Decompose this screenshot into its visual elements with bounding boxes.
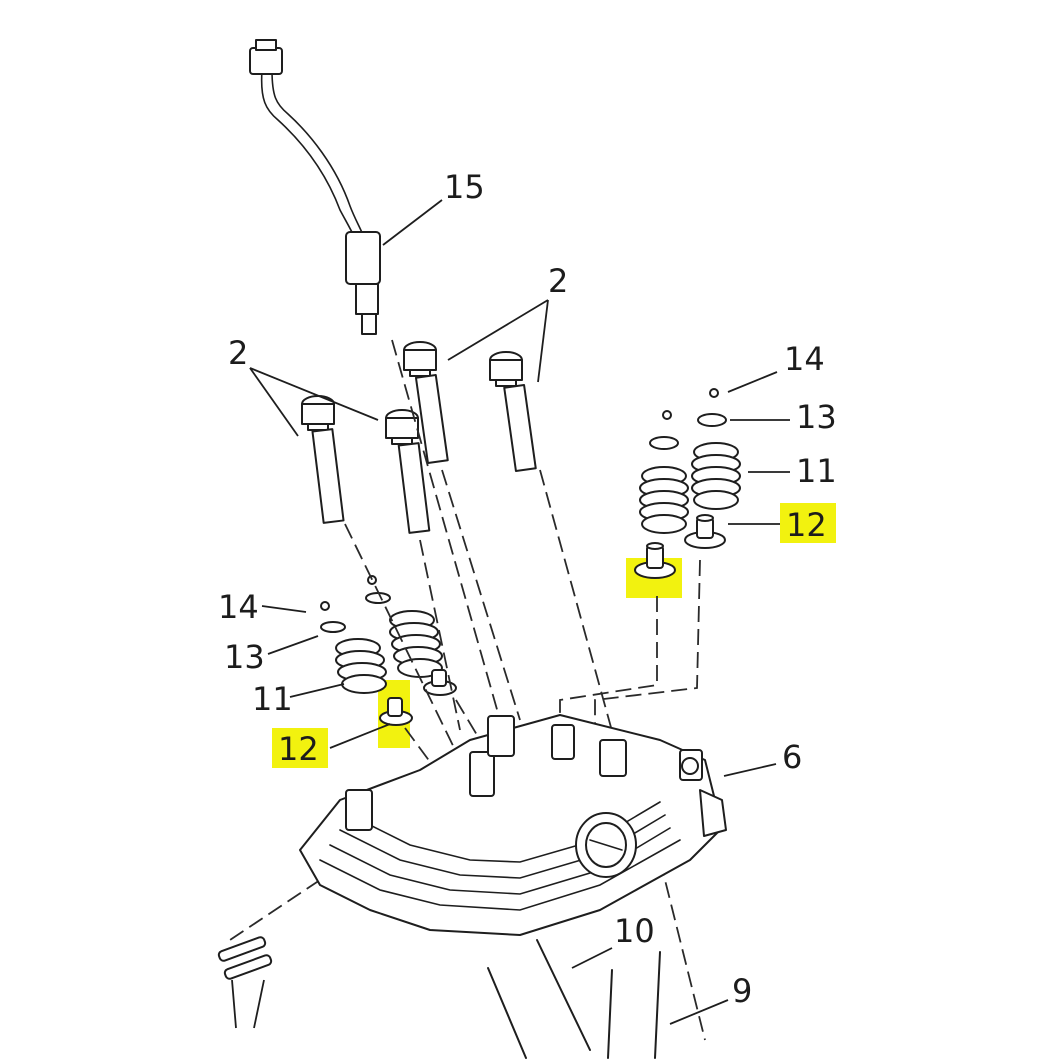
callout-12-right: 12 [786,506,827,544]
callout-2-left: 2 [228,334,248,372]
valve-stem-seal [379,697,413,726]
callout-9: 9 [732,972,752,1010]
spring [389,610,443,678]
assembly-dash-lines [229,339,706,1041]
callout-13-right: 13 [796,398,837,436]
cylinder-head-part-6 [299,714,727,936]
bolt [301,395,345,524]
valve-assembly-right [634,388,741,579]
valve-assembly-left [320,575,457,726]
callout-labels: 15 2 2 14 13 11 12 14 13 11 12 6 10 9 [218,168,837,1010]
callout-6: 6 [782,738,802,776]
callout-14-left: 14 [218,588,259,626]
bolt [403,341,449,464]
spring [691,442,741,510]
bolt [385,409,431,534]
sensor-part-15 [249,39,381,335]
callout-13-left: 13 [224,638,265,676]
callout-15: 15 [444,168,485,206]
valve-stem-seal [423,669,457,696]
spring [639,466,689,534]
callout-10: 10 [614,912,655,950]
highlight-box-12-left [272,728,328,768]
callout-14-right: 14 [784,340,825,378]
valve-stem-seal [684,514,726,549]
leader-lines [249,199,790,1025]
callout-2-right: 2 [548,262,568,300]
valve-stem-seal [634,542,676,579]
bolt [489,351,537,472]
bolts-part-2 [301,341,537,534]
dowel-pins [217,936,273,1029]
callout-12-left: 12 [278,730,319,768]
pushrods-part-10 [487,939,591,1059]
rods-part-9 [607,951,661,1059]
spring [335,638,387,694]
callout-11-left: 11 [252,680,293,718]
callout-11-right: 11 [796,452,837,490]
highlight-box-12-right [780,503,836,543]
